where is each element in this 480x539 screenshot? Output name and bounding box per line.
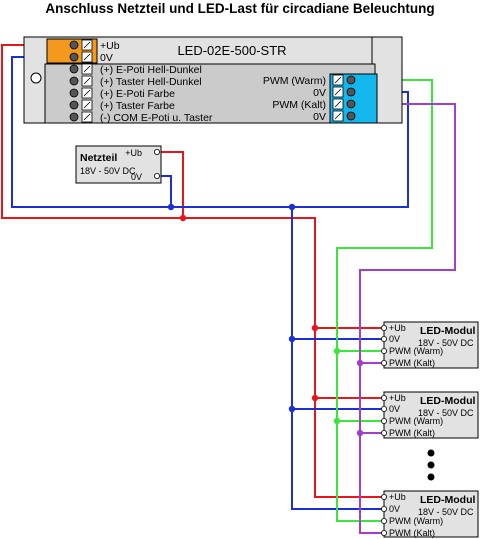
output-label: 0V bbox=[313, 111, 326, 123]
led-terminal-label: PWM (Warm) bbox=[389, 516, 443, 526]
terminal-icon bbox=[380, 405, 387, 412]
led-terminal-label: PWM (Kalt) bbox=[389, 528, 435, 538]
wire-zero bbox=[11, 56, 409, 510]
output-terminal bbox=[332, 110, 356, 122]
output-terminal bbox=[332, 74, 356, 86]
led-terminal-label: +Ub bbox=[389, 393, 406, 403]
led-terminal-label: PWM (Warm) bbox=[389, 416, 443, 426]
terminal-icon bbox=[380, 347, 387, 354]
led-module-name: LED-Modul bbox=[420, 494, 475, 506]
input-terminal bbox=[69, 87, 93, 99]
output-terminal bbox=[332, 86, 356, 98]
led-terminal-label: PWM (Kalt) bbox=[389, 428, 435, 438]
led-module: +Ub 0V PWM (Warm) PWM (Kalt) LED-Modul 1… bbox=[380, 321, 479, 369]
power-supply-label-plus: +Ub bbox=[125, 148, 142, 158]
input-label: (+) E-Poti Farbe bbox=[100, 88, 175, 100]
input-terminal bbox=[69, 111, 93, 123]
terminal-icon bbox=[380, 394, 387, 401]
power-terminal-plus bbox=[69, 39, 93, 51]
terminal-icon bbox=[380, 493, 387, 500]
led-terminal-label: 0V bbox=[389, 404, 400, 414]
input-terminal-block bbox=[69, 63, 93, 123]
terminal-icon bbox=[380, 429, 387, 436]
terminal-icon bbox=[153, 172, 160, 179]
led-module-spec: 18V - 50V DC bbox=[418, 338, 474, 348]
wire-plus bbox=[1, 44, 384, 498]
wire-kalt bbox=[359, 103, 456, 534]
continuation-dots bbox=[427, 449, 435, 481]
terminal-icon bbox=[380, 530, 387, 537]
wire-warm bbox=[336, 79, 433, 522]
power-label-plus: +Ub bbox=[100, 40, 120, 52]
input-terminal bbox=[69, 75, 93, 87]
led-terminal-label: 0V bbox=[389, 504, 400, 514]
terminal-icon bbox=[380, 335, 387, 342]
led-module-name: LED-Modul bbox=[420, 325, 475, 337]
led-terminal-label: +Ub bbox=[389, 492, 406, 502]
power-supply-name: Netzteil bbox=[80, 152, 117, 164]
led-terminal-label: PWM (Kalt) bbox=[389, 358, 435, 368]
diagram-title: Anschluss Netzteil und LED-Last für circ… bbox=[45, 1, 434, 16]
led-terminal-label: PWM (Warm) bbox=[389, 346, 443, 356]
input-label: (+) E-Poti Hell-Dunkel bbox=[100, 64, 202, 76]
terminal-icon bbox=[380, 417, 387, 424]
power-supply-label-zero: 0V bbox=[131, 172, 142, 182]
input-label: (+) Taster Farbe bbox=[100, 100, 175, 112]
power-label-zero: 0V bbox=[100, 52, 113, 64]
led-module-spec: 18V - 50V DC bbox=[418, 507, 474, 517]
output-terminal bbox=[332, 98, 356, 110]
led-module: +Ub 0V PWM (Warm) PWM (Kalt) LED-Modul 1… bbox=[380, 490, 479, 538]
terminal-icon bbox=[380, 518, 387, 525]
input-terminal bbox=[69, 99, 93, 111]
input-label: (+) Taster Hell-Dunkel bbox=[100, 76, 202, 88]
output-label: PWM (Kalt) bbox=[272, 99, 326, 111]
led-module: +Ub 0V PWM (Warm) PWM (Kalt) LED-Modul 1… bbox=[380, 391, 479, 439]
terminal-icon bbox=[153, 148, 160, 155]
led-module-name: LED-Modul bbox=[420, 395, 475, 407]
led-terminal-label: 0V bbox=[389, 334, 400, 344]
output-label: PWM (Warm) bbox=[263, 75, 326, 87]
controller-name: LED-02E-500-STR bbox=[177, 43, 286, 58]
led-module-spec: 18V - 50V DC bbox=[418, 408, 474, 418]
mounting-hole-icon bbox=[30, 72, 42, 84]
power-terminal-zero bbox=[69, 51, 93, 63]
input-terminal bbox=[69, 63, 93, 75]
power-supply-spec: 18V - 50V DC bbox=[80, 166, 136, 176]
terminal-icon bbox=[380, 505, 387, 512]
terminal-icon bbox=[380, 359, 387, 366]
led-terminal-label: +Ub bbox=[389, 323, 406, 333]
output-label: 0V bbox=[313, 87, 326, 99]
power-supply: Netzteil 18V - 50V DC +Ub 0V bbox=[75, 145, 162, 184]
input-label: (-) COM E-Poti u. Taster bbox=[100, 112, 213, 124]
terminal-icon bbox=[380, 324, 387, 331]
controller-io-panel bbox=[44, 63, 376, 124]
junction-dots bbox=[167, 203, 364, 437]
controller-module: LED-02E-500-STR +Ub 0V bbox=[23, 36, 403, 124]
